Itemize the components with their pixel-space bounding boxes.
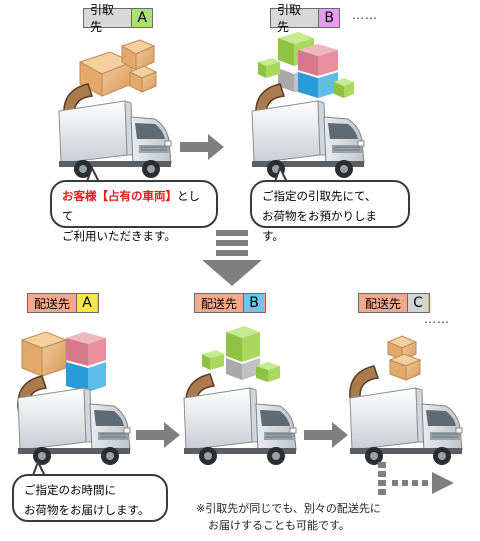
- truck-icon: [180, 380, 300, 470]
- arrow-right-icon: [136, 422, 180, 448]
- bubble-text: として: [62, 189, 200, 223]
- pickup-letter-a: A: [131, 9, 152, 27]
- cardboard-boxes-icon: [78, 39, 158, 97]
- truck-icon: [346, 380, 466, 470]
- bubble-line: ご利用いただきます。: [62, 229, 176, 243]
- arrow-right-icon: [304, 422, 348, 448]
- truck-icon: [14, 380, 134, 470]
- truck-icon: [55, 93, 175, 183]
- bubble-line: ご指定の引取先にて、: [262, 189, 377, 203]
- colored-boxes-icon: [258, 32, 354, 98]
- small-boxes-icon: [386, 335, 422, 381]
- bubble-line: お荷物をお預かりします。: [262, 209, 377, 243]
- delivery-letter-a: A: [76, 294, 98, 312]
- continue-arrow-icon: [378, 462, 454, 495]
- bubble-pickup: ご指定の引取先にて、 お荷物をお預かりします。: [250, 180, 410, 243]
- pickup-label: 引取先: [90, 3, 115, 34]
- dedicated-vehicle-highlight: お客様【占有の車両】: [62, 189, 177, 203]
- footnote: ※引取先が同じでも、別々の配送先に お届けすることも可能です。: [196, 500, 456, 534]
- pickup-label: 引取先: [277, 3, 302, 34]
- delivery-letter-b: B: [243, 294, 265, 312]
- pickup-tag-a: 引取先 A: [83, 3, 153, 34]
- delivery-label: 配送先: [34, 296, 71, 311]
- bubble-delivery: ご指定のお時間に お荷物をお届けします。: [12, 474, 168, 522]
- pickup-letter-b: B: [318, 9, 339, 27]
- delivery-letter-c: C: [407, 294, 429, 312]
- truck-icon: [248, 93, 368, 183]
- delivery-tag-c: 配送先 C: [358, 293, 430, 313]
- footnote-line: お届けすることも可能です。: [208, 519, 350, 532]
- bubble-line: お荷物をお届けします。: [24, 503, 150, 517]
- more-pickups-dots: ……: [352, 8, 378, 22]
- delivery-tag-b: 配送先 B: [194, 293, 266, 313]
- mixed-boxes-icon: [20, 331, 106, 392]
- arrow-right-icon: [180, 134, 224, 160]
- green-boxes-icon: [202, 326, 280, 382]
- bubble-line: ご指定のお時間に: [24, 483, 116, 497]
- arrow-down-icon: [202, 230, 262, 286]
- pickup-tag-b: 引取先 B: [270, 3, 340, 34]
- bubble-dedicated-vehicle: お客様【占有の車両】として ご利用いただきます。: [50, 180, 218, 243]
- delivery-label: 配送先: [365, 296, 402, 311]
- bubble-line: お客様【占有の車両】として: [62, 186, 206, 226]
- more-deliveries-dots: ……: [424, 312, 450, 326]
- footnote-line: ※引取先が同じでも、別々の配送先に: [196, 502, 381, 515]
- delivery-tag-a: 配送先 A: [27, 293, 99, 313]
- delivery-label: 配送先: [201, 296, 238, 311]
